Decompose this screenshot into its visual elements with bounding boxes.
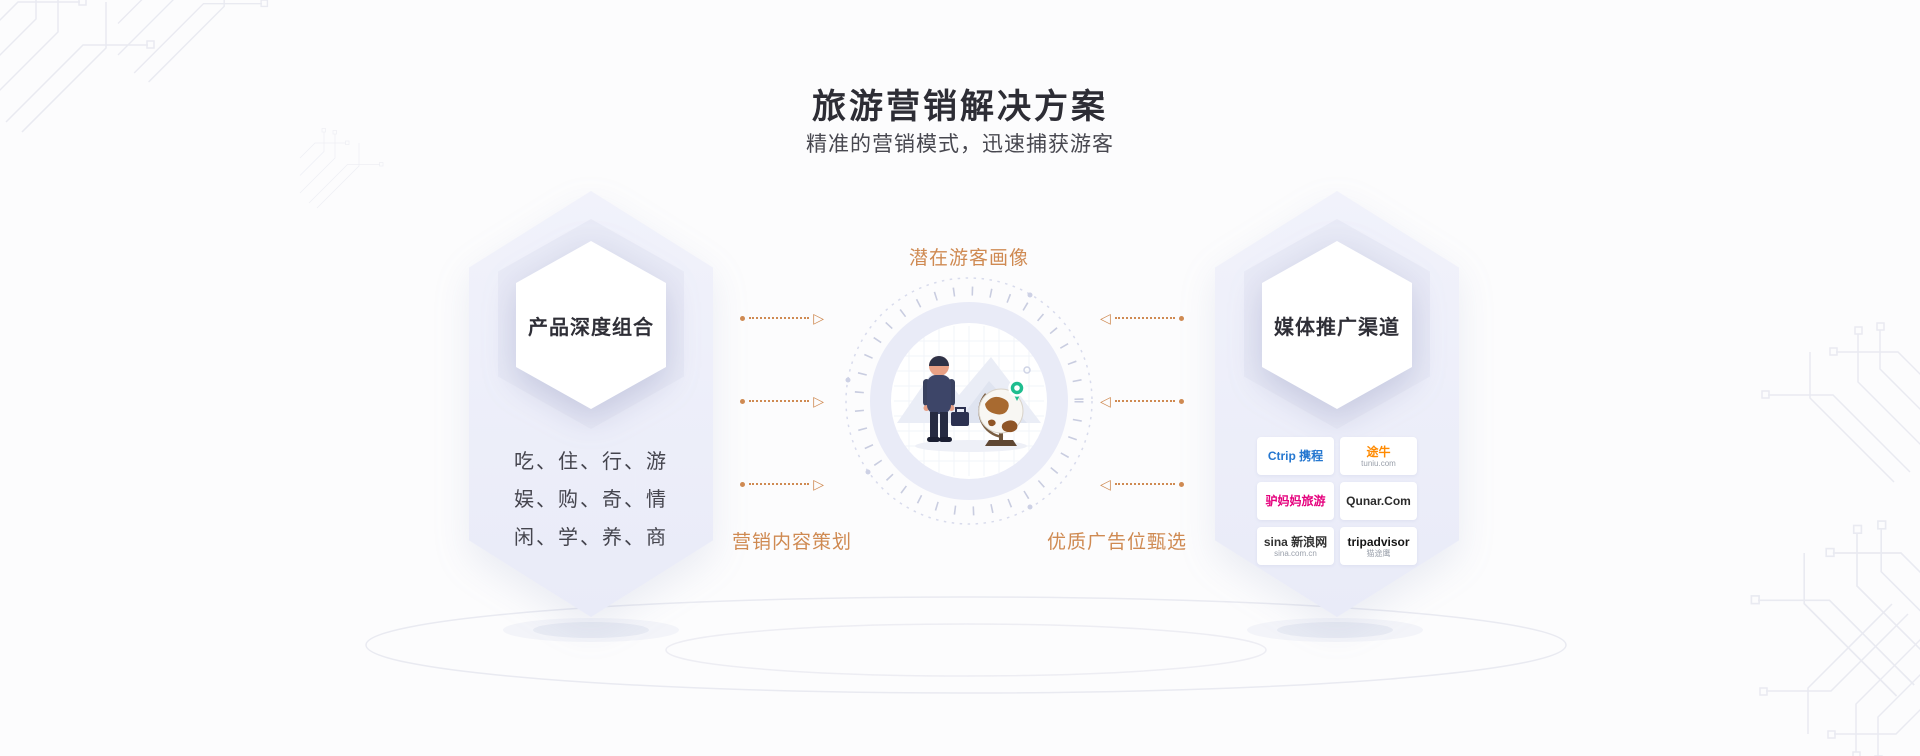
category-line: 闲、学、养、商 [514,527,668,549]
dot-icon [740,398,745,404]
category-line: 娱、购、奇、情 [514,489,668,511]
card-ground-shadows [503,618,1423,642]
logo-lvmama: 驴妈妈旅游 [1257,482,1334,520]
location-pin-icon [1008,379,1026,401]
media-logo-grid: Ctrip 携程 途牛 tuniu.com 驴妈妈旅游 Qunar.Com si… [1257,437,1417,565]
circuit-decoration-bottom-right [1759,603,1920,756]
dot-icon [1179,398,1184,404]
logo-sina-text: sina 新浪网 [1263,534,1328,549]
product-categories-list: 吃、住、行、游 娱、购、奇、情 闲、学、养、商 [469,443,713,557]
arrow-right-icon: ▷ [813,476,824,492]
logo-lvmama-text: 驴妈妈旅游 [1265,494,1326,508]
hexagon-badge: 产品深度组合 [516,241,666,409]
logo-ctrip: Ctrip 携程 [1257,437,1334,475]
dot-icon [1179,481,1184,487]
floor-ripple-ellipses [365,596,1567,694]
arrow-right-icon: ▷ [813,310,824,326]
logo-tuniu-subtext: tuniu.com [1361,458,1396,468]
dot-icon [1179,315,1184,321]
dotted-line [749,483,810,485]
label-content-planning: 营销内容策划 [731,532,852,553]
globe-icon [978,388,1024,446]
logo-qunar: Qunar.Com [1340,482,1417,520]
product-combination-card: 产品深度组合 吃、住、行、游 娱、购、奇、情 闲、学、养、商 [469,191,713,617]
logo-ctrip-text: Ctrip 携程 [1267,449,1324,463]
arrow-left-icon: ◁ [1100,310,1111,326]
page-title: 旅游营销解决方案 [812,87,1108,126]
label-audience-profile: 潜在游客画像 [908,248,1029,269]
flow-arrow-right-3: ◁ [1100,476,1184,492]
page-subtitle: 精准的营销模式，迅速捕获游客 [806,133,1114,156]
tick-ring [854,286,1084,516]
logo-tripadvisor-subtext: 猫途鹰 [1366,548,1391,558]
arrow-left-icon: ◁ [1100,476,1111,492]
arrow-right-icon: ▷ [813,393,824,409]
flow-arrow-right-1: ◁ [1100,310,1184,326]
dotted-line [1114,400,1175,402]
logo-sina-subtext: sina.com.cn [1274,548,1317,558]
logo-tuniu: 途牛 tuniu.com [1340,437,1417,475]
dotted-line [1114,317,1175,319]
circuit-decoration-right [1750,322,1920,697]
hexagon-badge: 媒体推广渠道 [1262,241,1412,409]
logo-qunar-text: Qunar.Com [1346,494,1411,508]
dotted-line [749,317,810,319]
right-card-title: 媒体推广渠道 [1274,316,1400,339]
traveler-illustration [923,356,969,442]
arrow-left-icon: ◁ [1100,393,1111,409]
outer-dashed-ring [845,277,1093,525]
label-ad-selection: 优质广告位甄选 [1046,532,1187,553]
flow-arrow-right-2: ◁ [1100,393,1184,409]
logo-tripadvisor-text: tripadvisor [1347,534,1410,549]
flow-arrow-left-1: ▷ [740,310,824,326]
deco-ring [1023,366,1031,374]
dot-icon [740,481,745,487]
ring-dots [845,292,1033,510]
category-line: 吃、住、行、游 [514,451,668,473]
left-card-title: 产品深度组合 [528,316,654,339]
media-channels-card: 媒体推广渠道 Ctrip 携程 途牛 tuniu.com 驴妈妈旅游 Qunar… [1215,191,1459,617]
hexagon-badge-wrap: 媒体推广渠道 [1262,241,1412,409]
logo-sina: sina 新浪网 sina.com.cn [1257,527,1334,565]
logo-tuniu-text: 途牛 [1366,444,1391,459]
hexagon-badge-wrap: 产品深度组合 [516,241,666,409]
flow-arrow-left-3: ▷ [740,476,824,492]
audience-profile-illustration [845,277,1093,525]
flow-arrow-left-2: ▷ [740,393,824,409]
dotted-line [749,400,810,402]
logo-tripadvisor: tripadvisor 猫途鹰 [1340,527,1417,565]
dotted-line [1114,483,1175,485]
dot-icon [740,315,745,321]
